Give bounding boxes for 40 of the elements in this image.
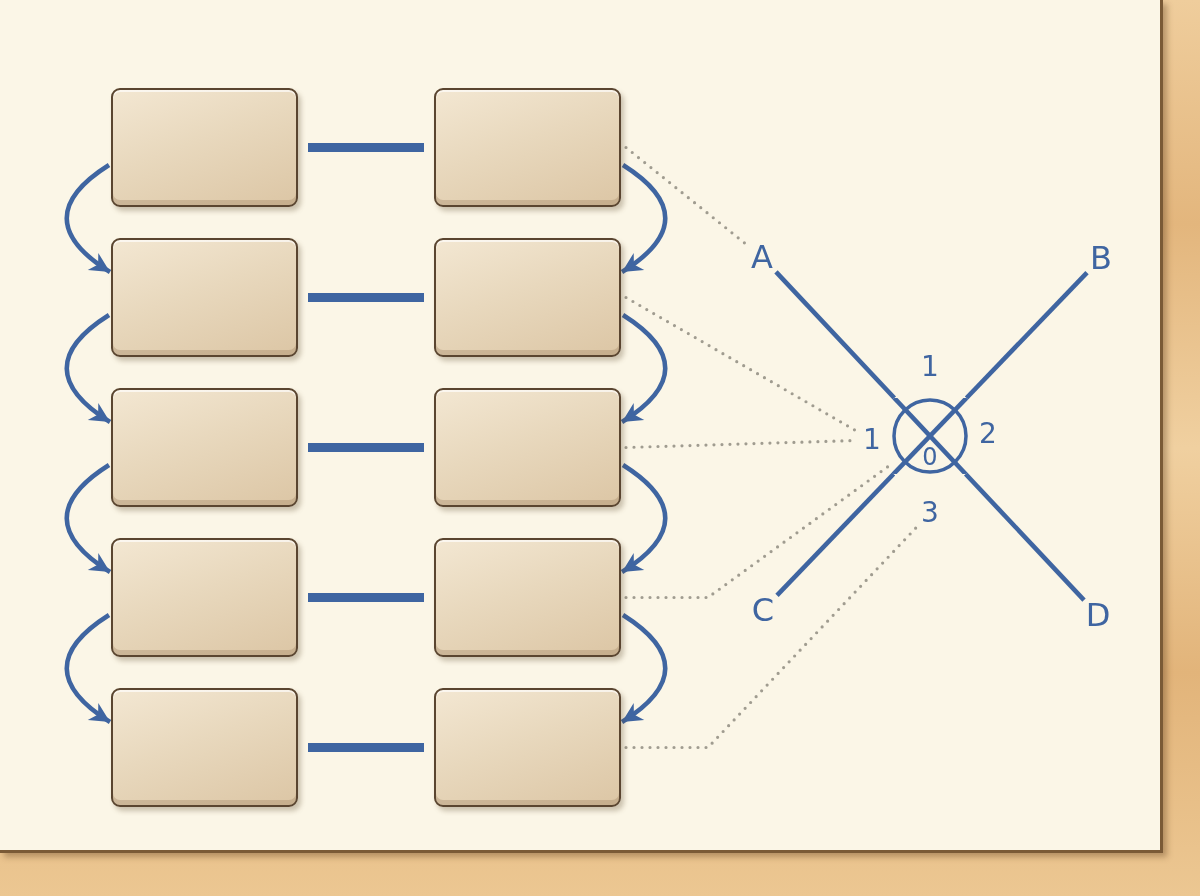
- curved-arrow: [620, 463, 668, 574]
- point-label: D: [1084, 597, 1112, 633]
- blank-card: [434, 388, 621, 507]
- connector-bar: [308, 293, 424, 302]
- curved-arrow: [64, 163, 112, 274]
- dotted-leader-line: [624, 145, 748, 246]
- number-label: 2: [978, 417, 998, 451]
- point-label: C: [749, 592, 777, 628]
- straight-line: [774, 270, 896, 400]
- connector-bar: [308, 743, 424, 752]
- dotted-leader-line: [624, 295, 859, 434]
- point-label: B: [1087, 240, 1115, 276]
- curved-arrow: [64, 463, 112, 574]
- straight-line: [775, 472, 896, 597]
- connector-bar: [308, 443, 424, 452]
- curved-arrow: [64, 613, 112, 724]
- curved-arrow: [64, 313, 112, 424]
- curved-arrow: [620, 163, 668, 274]
- blank-card: [111, 238, 298, 357]
- blank-card: [434, 238, 621, 357]
- blank-card: [434, 538, 621, 657]
- straight-line: [964, 270, 1089, 400]
- number-label: 1: [860, 423, 884, 457]
- blank-card: [111, 88, 298, 207]
- connector-bar: [308, 143, 424, 152]
- number-label: 3: [918, 496, 942, 530]
- blank-card: [111, 538, 298, 657]
- curved-arrow: [620, 613, 668, 724]
- curved-arrow: [620, 313, 668, 424]
- blank-card: [434, 88, 621, 207]
- point-label: A: [748, 239, 776, 275]
- crossed-circle: 0: [892, 398, 968, 474]
- dotted-leader-line: [624, 463, 892, 600]
- blank-card: [111, 388, 298, 507]
- dotted-leader-line: [624, 526, 918, 750]
- blank-card: [111, 688, 298, 807]
- blank-card: [434, 688, 621, 807]
- number-label: 1: [920, 350, 940, 384]
- straight-line: [964, 472, 1086, 602]
- connector-bar: [308, 593, 424, 602]
